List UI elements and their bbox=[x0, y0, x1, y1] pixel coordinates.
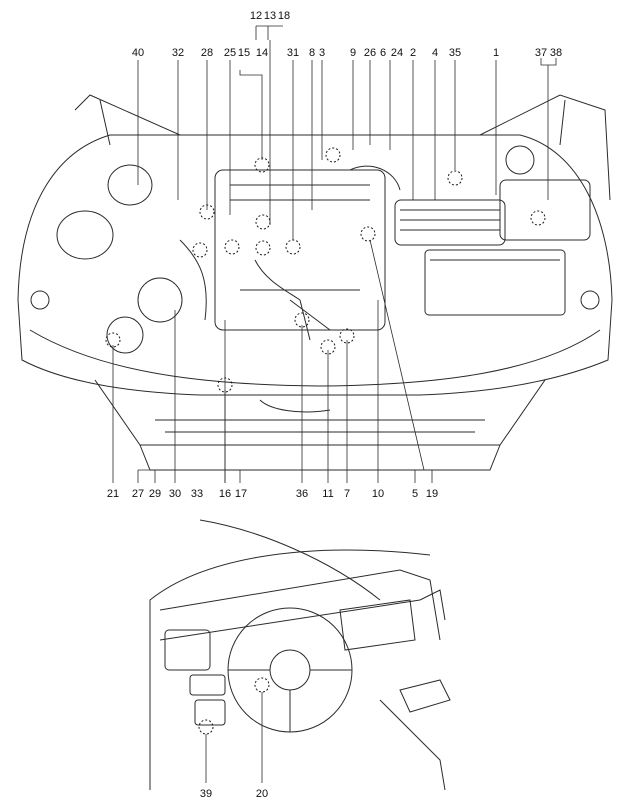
callout-12: 12 bbox=[249, 10, 263, 22]
callout-2: 2 bbox=[409, 47, 417, 59]
callout-10: 10 bbox=[371, 488, 385, 500]
callout-14: 14 bbox=[255, 47, 269, 59]
callout-27: 27 bbox=[131, 488, 145, 500]
callout-30: 30 bbox=[168, 488, 182, 500]
callout-33: 33 bbox=[190, 488, 204, 500]
callout-6: 6 bbox=[379, 47, 387, 59]
callout-19: 19 bbox=[425, 488, 439, 500]
callout-11: 11 bbox=[322, 488, 334, 500]
callout-8: 8 bbox=[308, 47, 316, 59]
callout-15: 15 bbox=[237, 47, 251, 59]
callout-36: 36 bbox=[295, 488, 309, 500]
callout-13: 13 bbox=[263, 10, 277, 22]
callout-5: 5 bbox=[411, 488, 419, 500]
callout-4: 4 bbox=[431, 47, 439, 59]
callout-7: 7 bbox=[343, 488, 351, 500]
callout-3: 3 bbox=[318, 47, 326, 59]
callout-17: 17 bbox=[234, 488, 248, 500]
callout-25: 25 bbox=[223, 47, 237, 59]
callout-32: 32 bbox=[171, 47, 185, 59]
callout-24: 24 bbox=[390, 47, 404, 59]
callout-37: 37 bbox=[534, 47, 548, 59]
callout-18: 18 bbox=[277, 10, 291, 22]
callout-9: 9 bbox=[349, 47, 357, 59]
callout-16: 16 bbox=[218, 488, 232, 500]
callout-28: 28 bbox=[200, 47, 214, 59]
callout-26: 26 bbox=[363, 47, 377, 59]
callout-29: 29 bbox=[148, 488, 162, 500]
callout-39: 39 bbox=[199, 788, 213, 800]
callout-20: 20 bbox=[255, 788, 269, 800]
callout-31: 31 bbox=[286, 47, 300, 59]
callout-40: 40 bbox=[131, 47, 145, 59]
callout-35: 35 bbox=[448, 47, 462, 59]
callout-38: 38 bbox=[549, 47, 563, 59]
callout-21: 21 bbox=[106, 488, 120, 500]
callout-1: 1 bbox=[492, 47, 500, 59]
